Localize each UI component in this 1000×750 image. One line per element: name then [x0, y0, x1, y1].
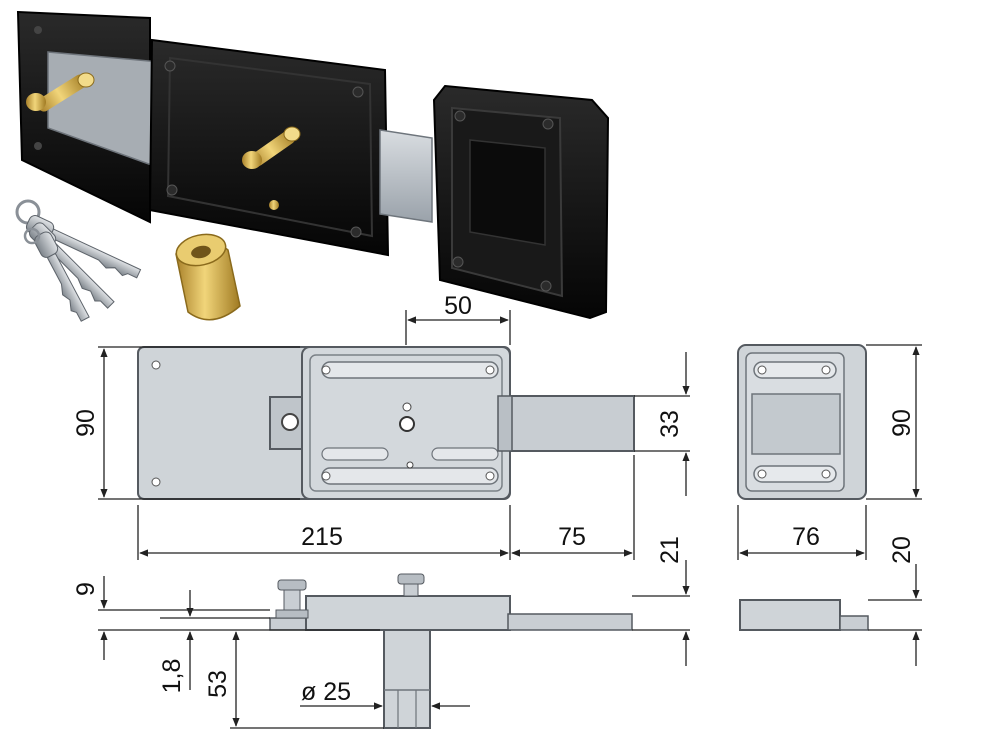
dim-bolt-height: 33 — [656, 410, 684, 438]
dim-front-width: 215 — [301, 523, 343, 551]
brass-knob-center — [242, 126, 301, 169]
product-photo — [15, 10, 610, 322]
brass-knob-left — [26, 72, 95, 112]
dim-front-height: 90 — [72, 409, 100, 437]
dim-cylinder-length: 53 — [204, 670, 232, 698]
lock-bolt — [379, 129, 433, 223]
side-knob-left — [275, 579, 309, 619]
dim-plate-thickness: 1,8 — [158, 659, 186, 694]
dimension-labels: 50 90 33 90 215 75 76 21 20 9 1,8 53 ø 2… — [72, 292, 916, 706]
dim-body-depth: 21 — [656, 536, 684, 564]
front-bolt — [509, 395, 635, 452]
front-view — [137, 346, 635, 500]
dim-knob-offset: 9 — [72, 582, 100, 596]
dim-keeper-height: 90 — [888, 409, 916, 437]
dimension-lines — [98, 310, 922, 729]
dim-keeper-width: 76 — [792, 523, 820, 551]
side-view — [269, 573, 869, 729]
side-cylinder — [383, 629, 431, 729]
dim-keeper-depth: 20 — [888, 536, 916, 564]
lock-keeper — [432, 84, 610, 320]
brass-cylinder — [175, 233, 241, 321]
dim-bolt-length: 75 — [558, 523, 586, 551]
keeper-view — [737, 344, 867, 500]
dim-plate-width: 50 — [444, 292, 472, 320]
keys — [15, 199, 142, 322]
dim-cylinder-diameter: ø 25 — [301, 678, 351, 706]
side-knob-center — [397, 573, 425, 597]
